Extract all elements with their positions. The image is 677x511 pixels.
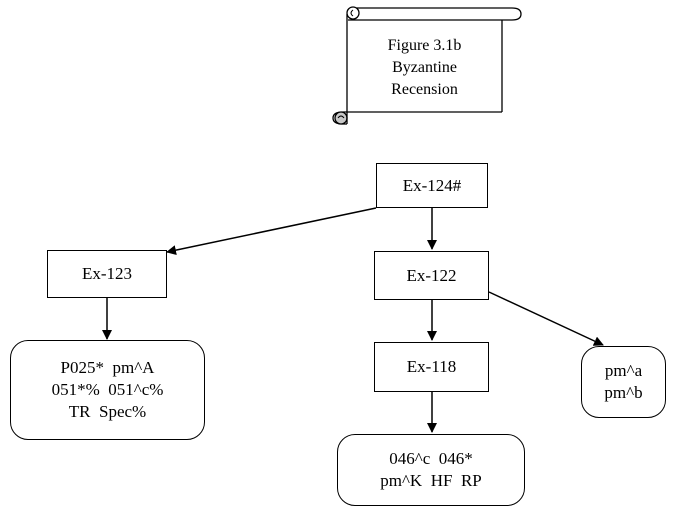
node-ex-124-label: Ex-124# — [402, 175, 462, 195]
witness-group-left-line-2: 051*% 051^c% — [51, 380, 164, 399]
scroll-icon — [332, 6, 522, 125]
node-ex-122: Ex-122 — [374, 251, 489, 300]
node-ex-118-label: Ex-118 — [406, 357, 457, 376]
edge-ex122-right — [488, 291, 604, 346]
witness-group-bottom-line-2: pm^K HF RP — [380, 471, 482, 490]
figure-caption-line-1: Figure 3.1b — [387, 37, 462, 54]
node-ex-123-label: Ex-123 — [81, 264, 133, 283]
witness-group-left: P025* pm^A 051*% 051^c% TR Spec% — [10, 340, 205, 440]
witness-group-bottom: 046^c 046* pm^K HF RP — [337, 434, 525, 506]
witness-group-left-line-1: P025* pm^A — [60, 358, 155, 377]
witness-group-right-line-1: pm^a — [604, 361, 643, 380]
figure-caption-line-3: Recension — [391, 81, 458, 98]
witness-group-right-line-2: pm^b — [604, 383, 643, 402]
node-ex-124: Ex-124# — [376, 163, 488, 208]
figure-caption-line-2: Byzantine — [392, 59, 457, 76]
witness-group-bottom-line-1: 046^c 046* — [389, 449, 473, 468]
node-ex-118: Ex-118 — [374, 342, 489, 392]
figure-caption: Figure 3.1b Byzantine Recension — [347, 24, 502, 112]
node-ex-122-label: Ex-122 — [406, 265, 457, 285]
node-ex-123: Ex-123 — [47, 250, 167, 298]
edge-ex124-ex123 — [166, 207, 377, 256]
witness-group-left-line-3: TR Spec% — [68, 402, 147, 421]
witness-group-right: pm^a pm^b — [581, 346, 666, 418]
